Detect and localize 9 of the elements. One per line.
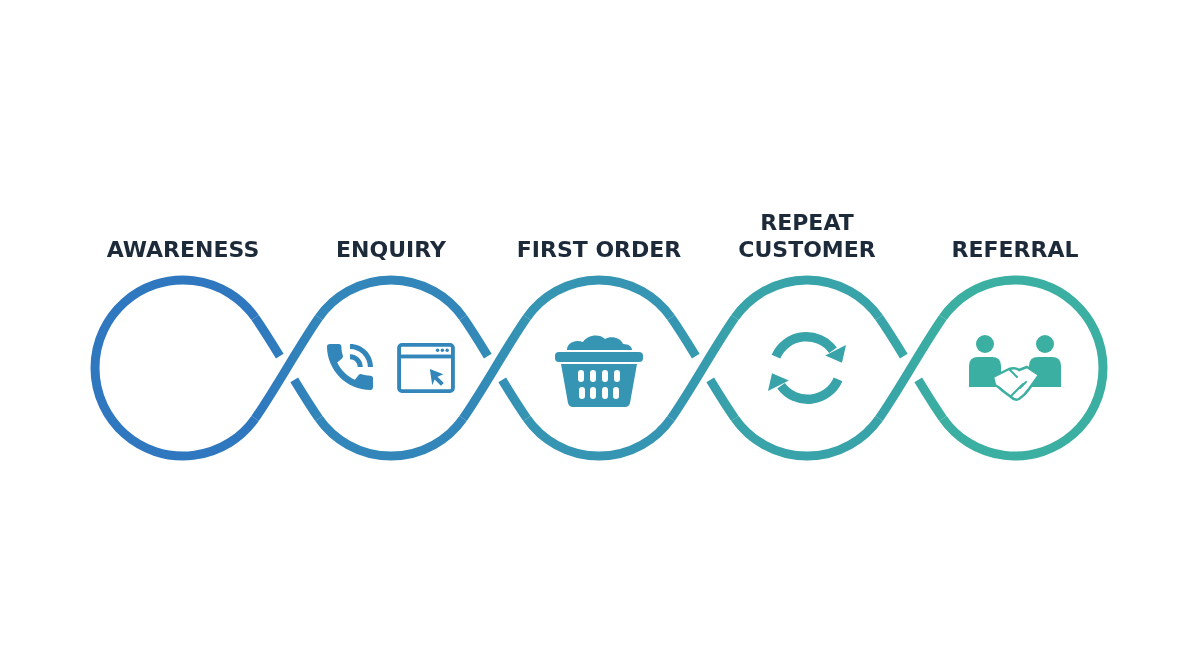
crossing-connector xyxy=(874,313,948,423)
stage-label: FIRST ORDER xyxy=(516,236,682,263)
stage-label: REFERRAL xyxy=(951,236,1079,263)
crossing-connector xyxy=(458,313,532,423)
stage-label: AWARENESS xyxy=(106,236,260,263)
stage-label: ENQUIRY xyxy=(336,236,446,263)
crossing-connector xyxy=(250,313,324,423)
stage-label: REPEAT CUSTOMER xyxy=(738,209,876,263)
crossing-connector xyxy=(666,313,740,423)
